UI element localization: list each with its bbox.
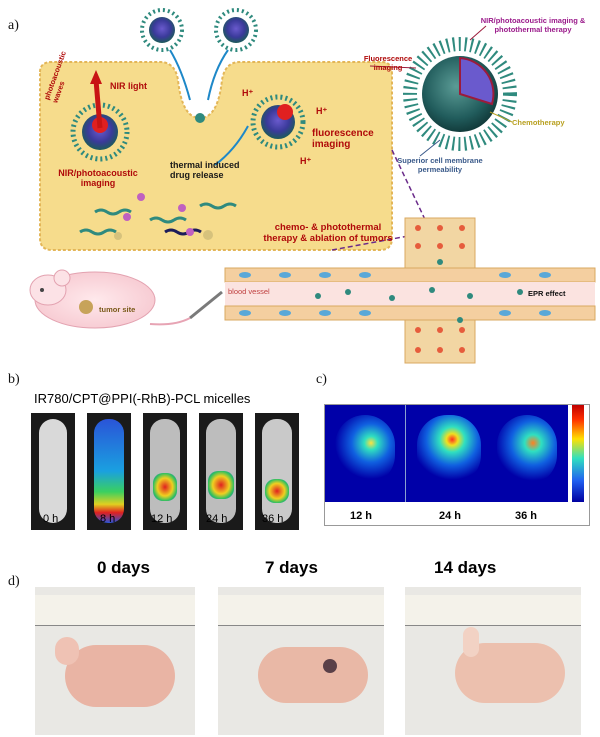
mouse-image-36h — [255, 413, 299, 530]
mouse-image-24h — [199, 413, 243, 530]
mouse-tail-line — [149, 317, 191, 326]
pa-time-36h: 36 h — [515, 510, 538, 522]
callout-fluorescence: Fluorescence imaging — [363, 54, 413, 72]
label-tumor-site: tumor site — [99, 305, 136, 314]
cell-body — [39, 61, 393, 251]
nir-light-arrowhead — [90, 70, 102, 84]
mouse-illustration — [29, 269, 156, 329]
callout-nir: NIR/photoacoustic imaging & photothermal… — [480, 16, 586, 34]
label-h-plus-1: H⁺ — [242, 88, 254, 98]
time-label-8h: 8 h — [100, 513, 116, 525]
day-label-14: 14 days — [434, 558, 497, 577]
label-h-plus-3: H⁺ — [300, 156, 312, 166]
mouse-image-8h — [87, 413, 131, 530]
callout-line-permeability — [419, 139, 441, 157]
callout-chemotherapy: Chemotherapy — [512, 118, 565, 127]
micelle-top-left — [140, 8, 184, 52]
callout-permeability: Superior cell membrane permeability — [397, 156, 483, 174]
panel-b-title: IR780/CPT@PPI(-RhB)-PCL micelles — [34, 391, 251, 406]
nir-light-beam — [93, 79, 103, 129]
panel-d-label: d) — [8, 574, 20, 589]
time-label-36h: 36 h — [262, 513, 284, 525]
mouse-photo-day0 — [35, 587, 195, 735]
pa-time-24h: 24 h — [439, 510, 462, 522]
label-nir-photoacoustic: NIR/photoacoustic imaging — [58, 168, 138, 188]
time-label-0h: 0 h — [43, 513, 59, 525]
entry-arrow-left — [169, 49, 191, 101]
entry-arrow-right — [207, 49, 229, 101]
release-arrow — [214, 125, 249, 166]
mouse-image-12h — [143, 413, 187, 530]
callout-line-fluorescence — [369, 65, 417, 69]
large-micelle — [403, 37, 517, 151]
label-nir-light: NIR light — [110, 81, 147, 91]
panel-c-frame — [324, 404, 590, 526]
tumor-site-marker — [79, 300, 93, 314]
time-label-12h: 12 h — [151, 513, 173, 525]
released-polymers — [79, 193, 237, 240]
mouse-photo-day7 — [218, 587, 384, 735]
label-fluorescence-cell: fluorescence imaging — [312, 128, 374, 150]
micelle-top-right — [214, 8, 258, 52]
day-label-7: 7 days — [265, 558, 318, 577]
pa-time-12h: 12 h — [350, 510, 373, 522]
label-h-plus-2: H⁺ — [316, 106, 328, 116]
callout-line-chemo — [489, 111, 513, 123]
colorbar — [572, 405, 584, 502]
blood-vessel — [224, 259, 596, 323]
label-epr-effect: EPR effect — [528, 289, 566, 298]
photoacoustic-images — [325, 405, 568, 502]
panel-a-label: a) — [8, 18, 19, 33]
schematic-figure — [29, 8, 596, 364]
mouse-image-0h — [31, 413, 75, 530]
mouse-photo-day14 — [405, 587, 581, 735]
label-blood-vessel: blood vessel — [228, 287, 270, 296]
time-label-24h: 24 h — [206, 513, 228, 525]
label-chemo-photothermal: chemo- & photothermal therapy & ablation… — [263, 222, 393, 244]
label-thermal-release: thermal induced drug release — [170, 160, 240, 180]
day-label-0: 0 days — [97, 558, 150, 577]
micelle-fluorescence — [250, 94, 306, 150]
callout-line-nir — [469, 25, 487, 41]
endosome-micelle — [195, 113, 205, 123]
panel-c-label: c) — [316, 372, 327, 387]
panel-b-label: b) — [8, 372, 20, 387]
syringe — [189, 290, 223, 320]
connector-dashed-upper — [391, 149, 431, 231]
